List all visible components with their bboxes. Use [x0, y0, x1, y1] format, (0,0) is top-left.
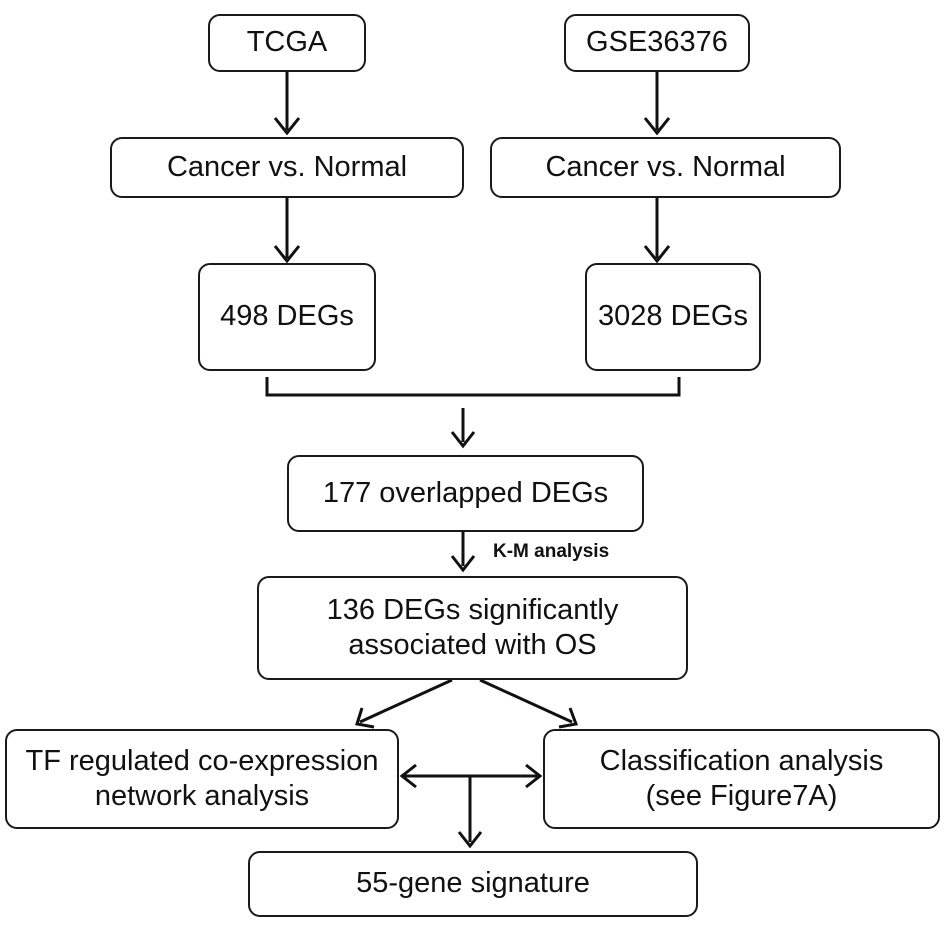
km-analysis-label: K-M analysis [493, 541, 610, 562]
classification-node: Classification analysis (see Figure7A) [543, 729, 940, 829]
tcga-node: TCGA [208, 14, 366, 72]
arrowhead [450, 555, 476, 573]
os-line2: associated with OS [348, 629, 597, 661]
tf-line1: TF regulated co-expression [25, 744, 379, 777]
arrowhead [273, 245, 301, 264]
arrowhead [525, 763, 543, 789]
arrowhead [643, 245, 671, 264]
arrowhead [450, 431, 476, 449]
gse36376-label: GSE36376 [586, 26, 728, 59]
arrow-os-to-tf [359, 678, 453, 724]
arrowhead [457, 831, 483, 849]
arrow-os-to-classification [479, 678, 573, 724]
arrowhead [643, 117, 671, 136]
arrowhead [355, 707, 375, 729]
tf-line2: network analysis [94, 780, 310, 812]
arrowhead [399, 763, 417, 789]
overlapped-degs-node: 177 overlapped DEGs [287, 455, 644, 532]
classification-line2: (see Figure7A) [645, 780, 838, 812]
degs-498-label: 498 DEGs [220, 300, 354, 333]
gse36376-node: GSE36376 [564, 14, 750, 72]
arrowhead [558, 707, 579, 729]
degs-498-node: 498 DEGs [198, 263, 376, 371]
merge-bracket [265, 377, 681, 397]
cancer-vs-normal-right-node: Cancer vs. Normal [490, 137, 841, 198]
cancer-vs-normal-left-node: Cancer vs. Normal [110, 137, 464, 198]
tcga-label: TCGA [246, 26, 328, 59]
gene-signature-node: 55-gene signature [248, 851, 698, 917]
overlapped-degs-label: 177 overlapped DEGs [322, 476, 609, 509]
os-line1: 136 DEGs significantly [326, 593, 619, 626]
classification-line1: Classification analysis [599, 744, 884, 777]
tf-network-node: TF regulated co-expression network analy… [5, 729, 399, 829]
degs-3028-label: 3028 DEGs [598, 300, 748, 333]
cancer-vs-normal-left-label: Cancer vs. Normal [166, 150, 408, 183]
gene-signature-label: 55-gene signature [356, 867, 590, 900]
cancer-vs-normal-right-label: Cancer vs. Normal [545, 150, 786, 183]
os-associated-degs-node: 136 DEGs significantly associated with O… [257, 576, 688, 680]
arrowhead [273, 117, 301, 136]
degs-3028-node: 3028 DEGs [585, 263, 761, 371]
